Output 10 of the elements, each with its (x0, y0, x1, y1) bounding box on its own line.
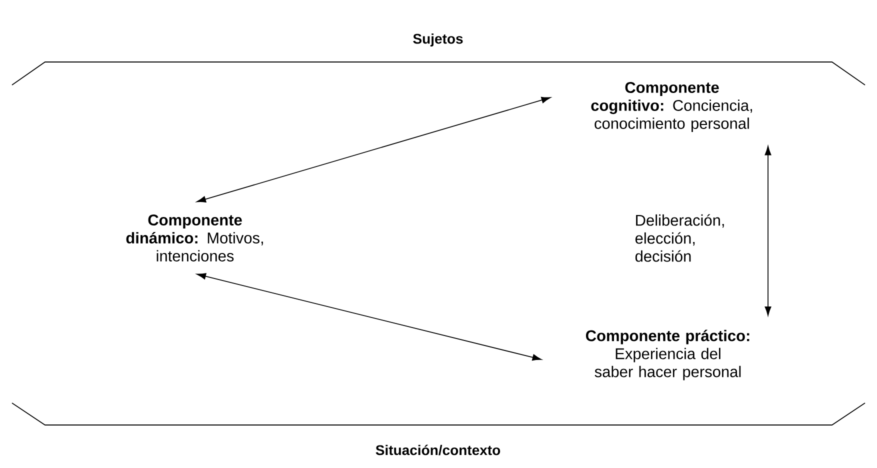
component-text: Componente dinámico: Motivos, intenciones (126, 214, 263, 262)
component-text: Componente cognitivo: Conciencia, conocimiento personal (591, 82, 752, 132)
frame (12, 33, 866, 456)
arrow (764, 146, 772, 316)
edge-label: Deliberación, elección, decisión (635, 214, 724, 262)
frame-label: Sujetos (413, 33, 463, 47)
arrow (196, 96, 551, 202)
frame-label: Situación/contexto (376, 444, 500, 456)
component-text: Componente práctico: Experiencia del saber hacer personal (586, 330, 750, 380)
arrow (196, 273, 542, 361)
